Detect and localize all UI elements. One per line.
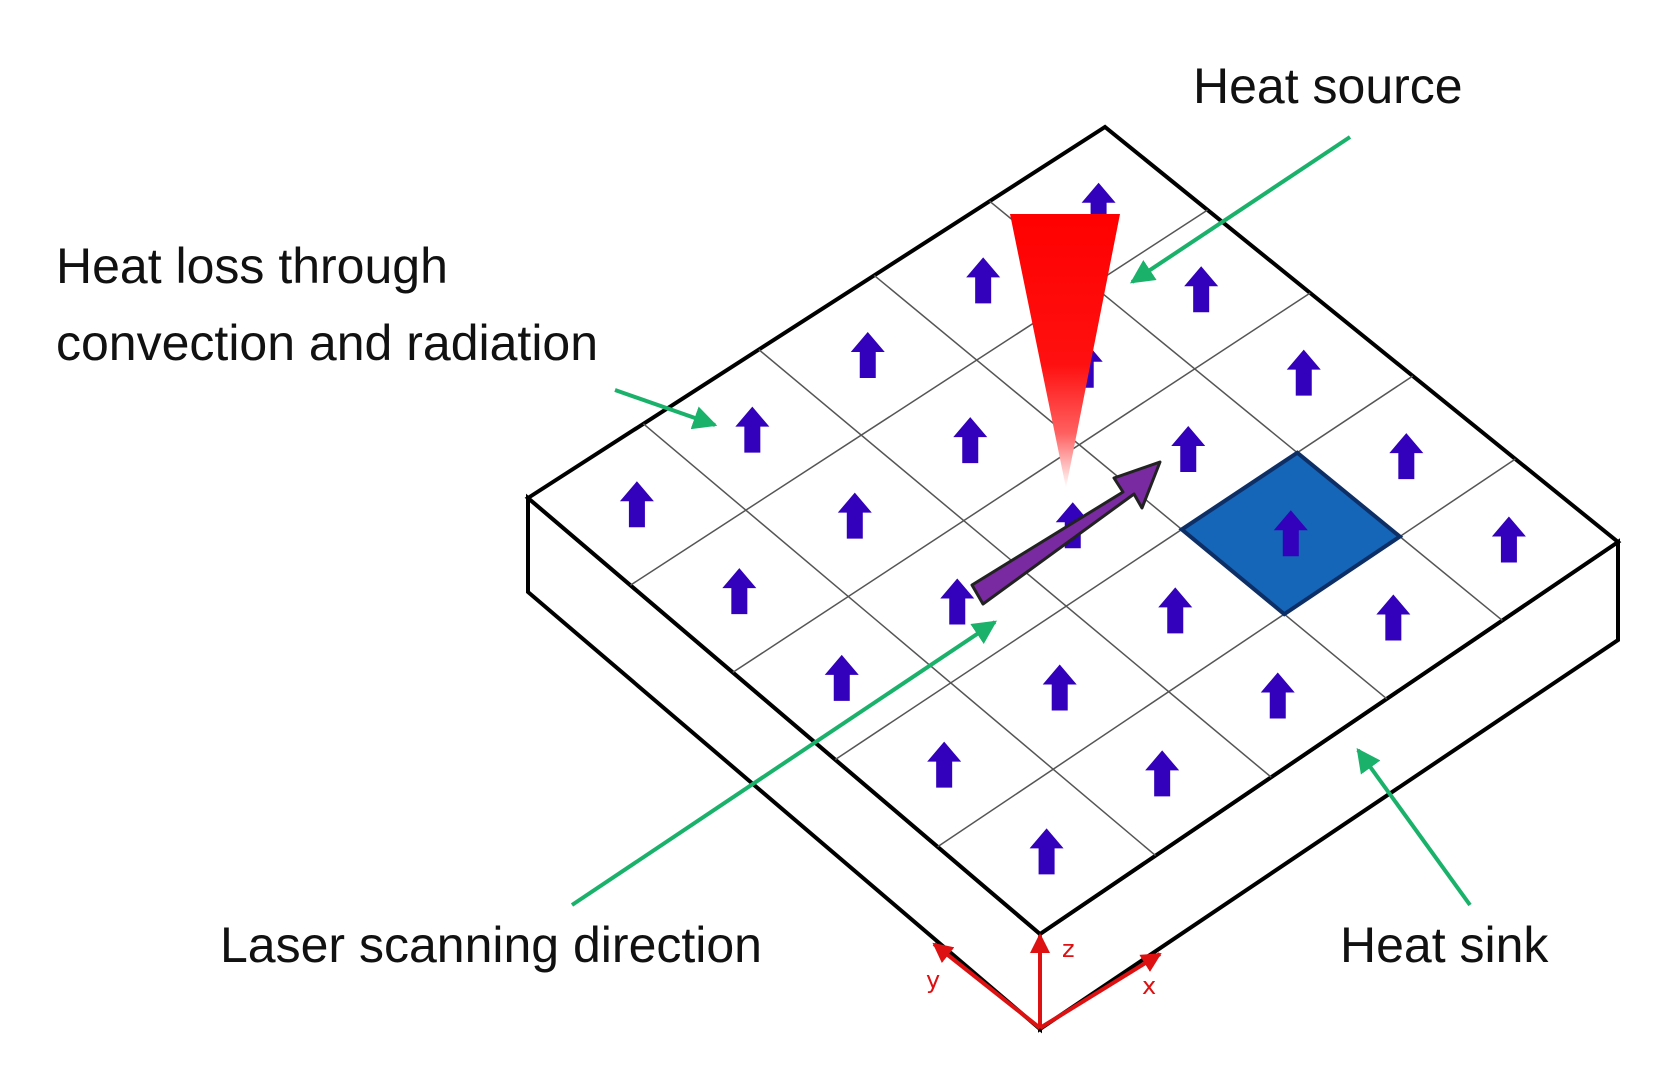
- heat-flux-arrow-icon: [1081, 182, 1116, 229]
- heat-flux-arrow-icon: [850, 332, 885, 379]
- heat-flux-arrow-icon: [735, 406, 770, 453]
- heat-flux-arrow-icon: [1042, 664, 1077, 711]
- laser-direction-label: Laser scanning direction: [220, 917, 762, 973]
- laser-direction-pointer: [570, 620, 997, 907]
- grid-line: [629, 209, 1209, 586]
- heat-flux-arrow-icon: [1184, 266, 1219, 313]
- heat-loss-label-line1: Heat loss through: [56, 238, 448, 294]
- heat-flux-arrow-icon: [1029, 828, 1064, 875]
- heat-flux-arrow-icon: [1171, 425, 1206, 472]
- grid-line: [937, 458, 1516, 848]
- coordinate-axes: z y x: [926, 933, 1162, 1030]
- heat-flux-arrow-icon: [1158, 587, 1193, 634]
- heat-flux-arrow-icon: [1286, 349, 1321, 396]
- heat-flux-arrow-icon: [1260, 672, 1295, 719]
- heat-loss-label-line2: convection and radiation: [56, 315, 598, 371]
- grid-line: [834, 375, 1414, 761]
- heat-flux-arrow-icon: [1273, 510, 1308, 557]
- heat-flux-arrow-icon: [927, 741, 962, 788]
- heat-flux-arrow-icon: [953, 417, 988, 464]
- heat-flux-arrow-icon: [619, 481, 654, 528]
- grid-line: [732, 292, 1311, 674]
- heat-flux-arrow-icon: [940, 578, 975, 625]
- grid-line: [642, 423, 1157, 857]
- heat-flux-arrow-icon: [1491, 516, 1526, 563]
- scan-direction-arrow-icon: [970, 460, 1162, 606]
- y-axis-line: [932, 942, 1042, 1030]
- heat-flux-arrow-icon: [824, 654, 859, 701]
- heat-flux-arrow-icon: [966, 257, 1001, 304]
- laser-cone-icon: [1010, 214, 1120, 488]
- heat-flux-arrow-icon: [1389, 433, 1424, 480]
- heat-flux-arrow-icon: [722, 568, 757, 615]
- heat-sink-label: Heat sink: [1340, 917, 1549, 973]
- z-axis-label: z: [1062, 935, 1075, 963]
- heat-loss-pointer: [614, 388, 718, 430]
- heat-flux-arrow-icon: [1376, 594, 1411, 641]
- y-axis-label: y: [926, 966, 940, 994]
- heat-flux-arrow-icon: [837, 492, 872, 539]
- heat-sink-pointer: [1356, 748, 1472, 907]
- heat-source-pointer: [1130, 135, 1352, 284]
- x-axis-line: [1038, 952, 1162, 1030]
- heat-source-label: Heat source: [1193, 58, 1463, 114]
- pointer-arrows: [570, 135, 1472, 907]
- x-axis-label: x: [1142, 972, 1156, 1000]
- heat-flux-arrow-icon: [1145, 750, 1180, 797]
